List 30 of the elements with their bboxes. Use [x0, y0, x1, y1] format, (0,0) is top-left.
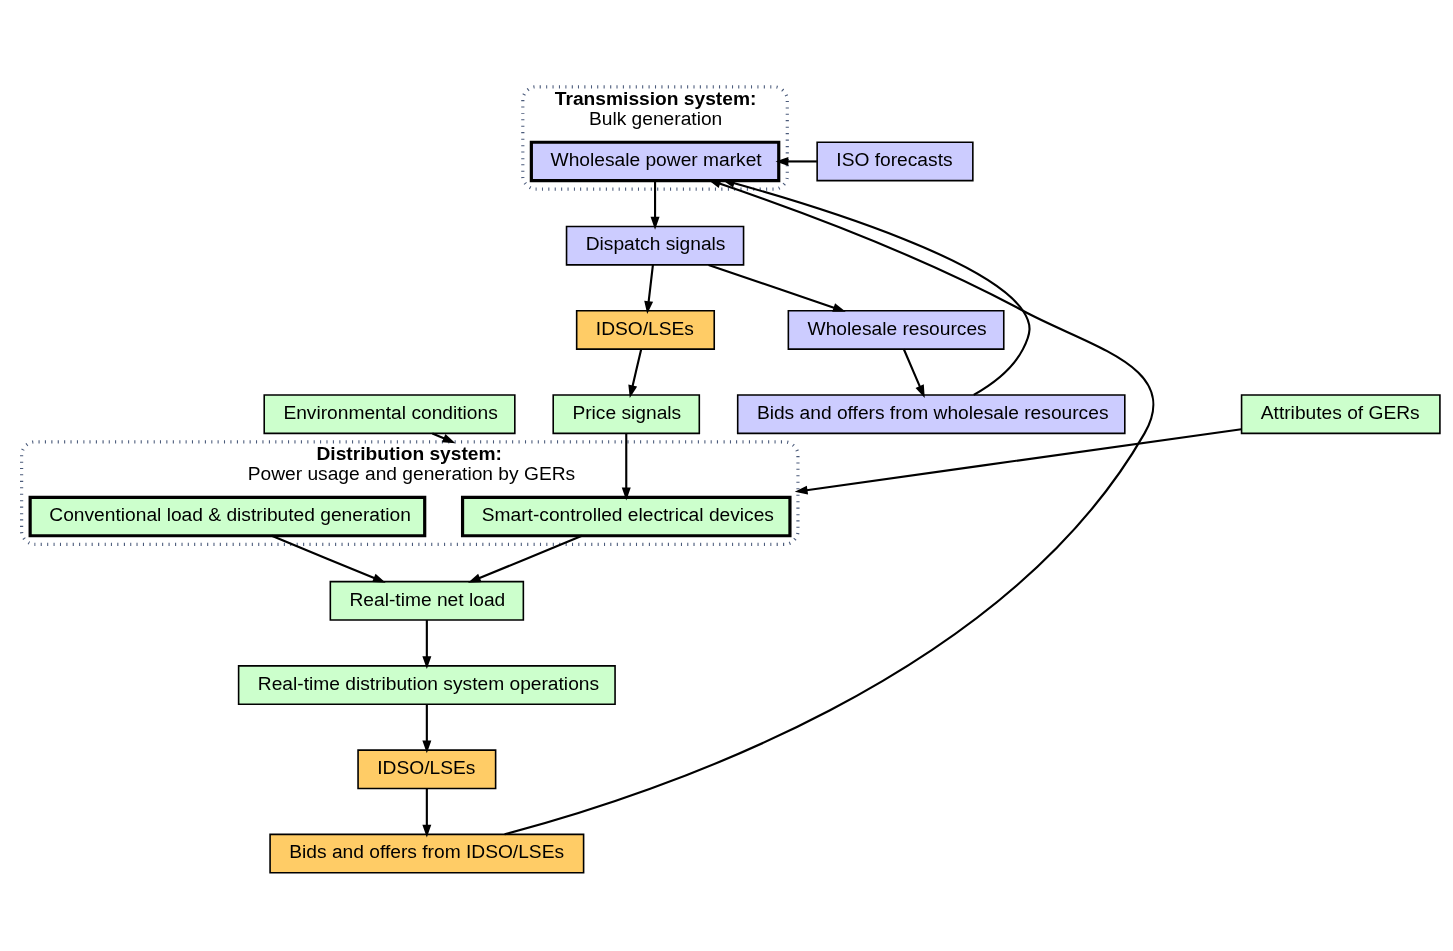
arrow — [902, 348, 925, 398]
arrow — [644, 264, 654, 314]
node-box: Dispatch signals — [565, 225, 745, 266]
node-box: Price signals — [552, 394, 701, 435]
arrow — [650, 180, 660, 230]
node-box: Smart-controlled electrical devices — [460, 495, 792, 538]
arrow — [708, 263, 846, 312]
arrow — [621, 433, 631, 501]
node-box: Conventional load & distributed generation — [28, 495, 427, 538]
arrow — [422, 788, 432, 838]
arrow — [628, 349, 643, 399]
node-box: Bids and offers from wholesale resources — [736, 394, 1126, 435]
node-box: Wholesale power market — [529, 140, 781, 183]
node-box: Real-time distribution system operations — [237, 665, 616, 706]
node-box: Wholesale resources — [787, 309, 1005, 350]
arrow — [422, 620, 432, 670]
arrow — [422, 704, 432, 754]
node-box: IDSO/LSEs — [357, 749, 497, 790]
arrow — [775, 156, 817, 166]
node-box: Attributes of GERs — [1240, 394, 1441, 435]
node-box: Environmental conditions — [263, 394, 516, 435]
node-box: Real-time net load — [329, 580, 525, 621]
arrow — [794, 428, 1242, 495]
node-box: ISO forecasts — [816, 141, 974, 182]
node-box: IDSO/LSEs — [575, 309, 716, 350]
arrow — [271, 534, 386, 583]
arrow — [468, 534, 583, 583]
arrow — [504, 179, 1154, 836]
arrow — [431, 432, 456, 444]
node-box: Bids and offers from IDSO/LSEs — [269, 833, 585, 874]
